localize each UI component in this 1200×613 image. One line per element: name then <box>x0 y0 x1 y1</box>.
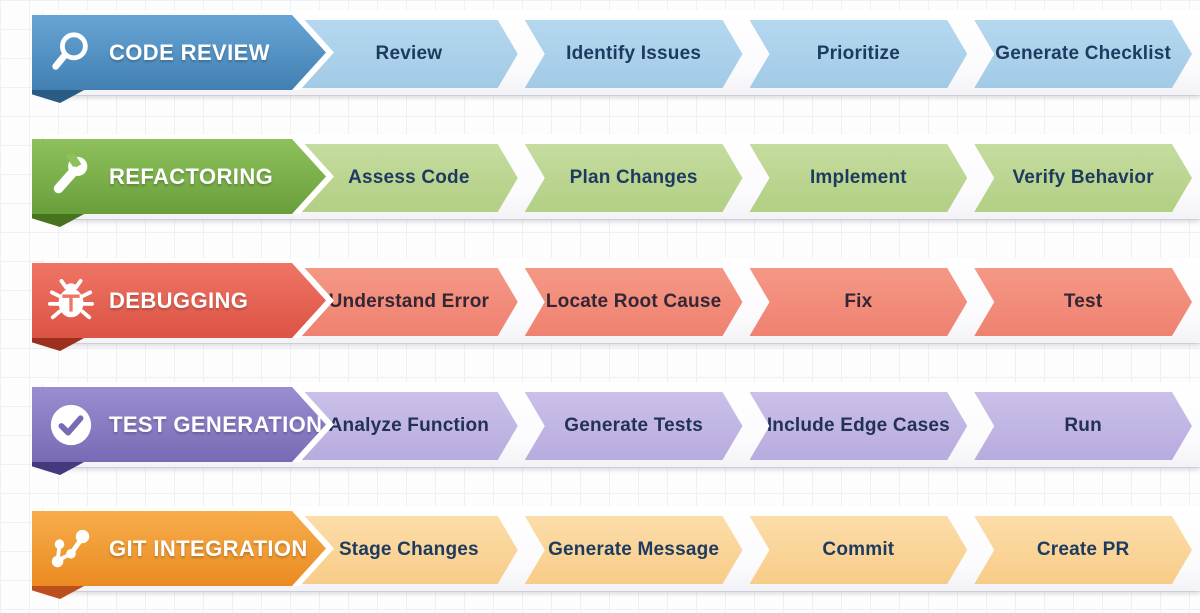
ribbon-fold <box>32 89 86 103</box>
step-chevron: Run <box>974 392 1192 460</box>
step-chevron: Prioritize <box>750 20 968 88</box>
steps-track: Review Identify Issues Prioritize Genera… <box>300 20 1192 88</box>
workflow-row-test-generation: Analyze Function Generate Tests Include … <box>0 382 1200 475</box>
step-label: Test <box>1063 291 1103 312</box>
header-label: TEST GENERATION <box>109 411 323 437</box>
ribbon-fold <box>32 213 86 227</box>
step-label: Include Edge Cases <box>766 415 950 436</box>
step-label: Review <box>375 43 443 64</box>
workflow-row-git-integration: Stage Changes Generate Message Commit Cr… <box>0 506 1200 599</box>
git-branch-icon <box>48 526 94 572</box>
workflow-row-refactoring: Assess Code Plan Changes Implement Verif… <box>0 134 1200 227</box>
step-label: Prioritize <box>816 43 901 64</box>
step-chevron: Identify Issues <box>525 20 743 88</box>
header-ribbon: CODE REVIEW <box>32 15 326 90</box>
step-label: Understand Error <box>328 291 490 312</box>
step-label: Verify Behavior <box>1012 167 1154 188</box>
header-label: GIT INTEGRATION <box>109 535 308 561</box>
step-label: Create PR <box>1036 539 1130 560</box>
step-label: Generate Tests <box>564 415 703 436</box>
ribbon-fold <box>32 585 86 599</box>
step-chevron: Verify Behavior <box>974 144 1192 212</box>
step-label: Plan Changes <box>569 167 698 188</box>
step-label: Generate Message <box>548 539 720 560</box>
ribbon-fold <box>32 461 86 475</box>
step-label: Identify Issues <box>566 43 702 64</box>
header-ribbon: REFACTORING <box>32 139 326 214</box>
step-label: Analyze Function <box>328 415 490 436</box>
step-label: Locate Root Cause <box>545 291 722 312</box>
step-label: Stage Changes <box>338 539 479 560</box>
steps-track: Analyze Function Generate Tests Include … <box>300 392 1192 460</box>
check-circle-icon <box>48 402 94 448</box>
step-label: Commit <box>822 539 895 560</box>
header-label: CODE REVIEW <box>109 39 270 65</box>
step-label: Implement <box>809 167 907 188</box>
step-chevron: Commit <box>750 516 968 584</box>
step-chevron: Plan Changes <box>525 144 743 212</box>
header-label: REFACTORING <box>109 163 274 189</box>
step-chevron: Include Edge Cases <box>750 392 968 460</box>
step-chevron: Generate Checklist <box>974 20 1192 88</box>
header-label: DEBUGGING <box>109 287 249 313</box>
step-label: Generate Checklist <box>995 43 1171 64</box>
step-chevron: Locate Root Cause <box>525 268 743 336</box>
magnifier-icon <box>48 30 94 76</box>
steps-track: Stage Changes Generate Message Commit Cr… <box>300 516 1192 584</box>
step-chevron: Assess Code <box>300 144 518 212</box>
step-chevron: Generate Message <box>525 516 743 584</box>
step-chevron: Test <box>974 268 1192 336</box>
step-chevron: Analyze Function <box>300 392 518 460</box>
step-label: Assess Code <box>348 167 470 188</box>
steps-track: Assess Code Plan Changes Implement Verif… <box>300 144 1192 212</box>
step-chevron: Understand Error <box>300 268 518 336</box>
header-ribbon: TEST GENERATION <box>32 387 326 462</box>
wrench-icon <box>48 154 94 200</box>
step-label: Run <box>1064 415 1102 436</box>
step-label: Fix <box>844 291 873 312</box>
step-chevron: Stage Changes <box>300 516 518 584</box>
header-ribbon: DEBUGGING <box>32 263 326 338</box>
step-chevron: Generate Tests <box>525 392 743 460</box>
header-ribbon: GIT INTEGRATION <box>32 511 326 586</box>
step-chevron: Implement <box>750 144 968 212</box>
workflow-row-code-review: Review Identify Issues Prioritize Genera… <box>0 10 1200 103</box>
workflow-row-debugging: Understand Error Locate Root Cause Fix T… <box>0 258 1200 351</box>
step-chevron: Create PR <box>974 516 1192 584</box>
step-chevron: Fix <box>750 268 968 336</box>
bug-icon <box>48 278 94 324</box>
ribbon-fold <box>32 337 86 351</box>
step-chevron: Review <box>300 20 518 88</box>
steps-track: Understand Error Locate Root Cause Fix T… <box>300 268 1192 336</box>
